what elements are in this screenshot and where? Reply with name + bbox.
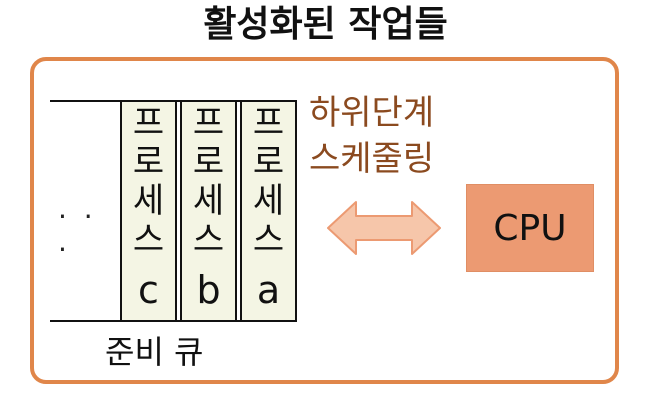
process-c-box: 프 로 세 스 c (120, 100, 177, 322)
process-b-letter: b (196, 268, 221, 312)
active-jobs-frame (30, 57, 619, 384)
process-c-letter: c (138, 268, 159, 312)
scheduler-label-line2: 스케줄링 (309, 139, 435, 179)
double-arrow-icon (327, 201, 441, 255)
process-c-label: 프 로 세 스 (132, 103, 165, 260)
cpu-box: CPU (466, 184, 594, 272)
scheduler-label-line1: 하위단계 (309, 93, 435, 133)
process-a-letter: a (256, 268, 281, 312)
scheduler-label: 하위단계 스케줄링 (309, 90, 434, 182)
queue-ellipsis: · · · (58, 200, 97, 266)
diagram-title: 활성화된 작업들 (203, 4, 448, 45)
process-b-box: 프 로 세 스 b (180, 100, 237, 322)
process-a-box: 프 로 세 스 a (240, 100, 297, 322)
cpu-label: CPU (493, 207, 567, 249)
process-b-label: 프 로 세 스 (192, 103, 225, 260)
process-a-label: 프 로 세 스 (252, 103, 285, 260)
ready-queue-label: 준비 큐 (105, 333, 204, 371)
